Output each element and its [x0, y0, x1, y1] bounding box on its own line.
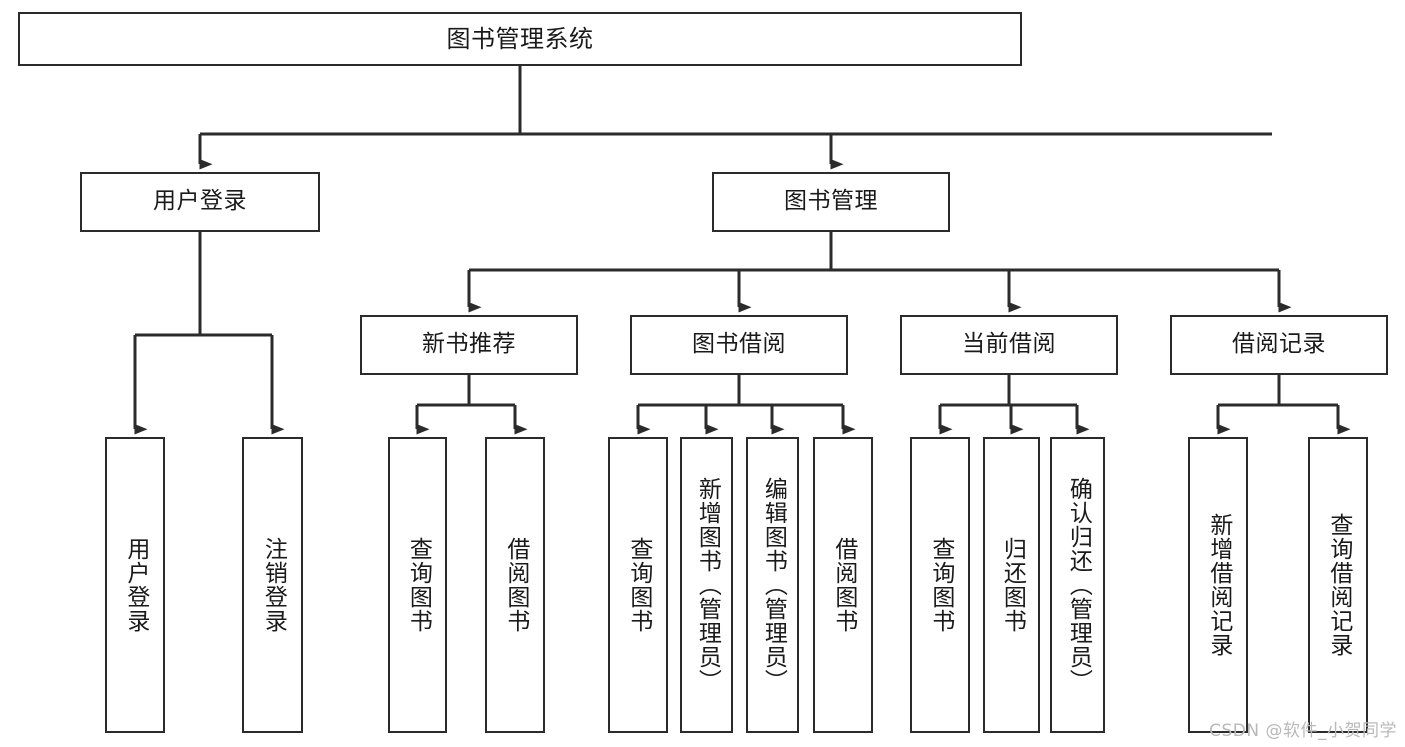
- node-leaf-add-book-admin-label: 新增图书（管理员）: [694, 477, 721, 693]
- node-book-borrow[interactable]: 图书借阅: [630, 315, 848, 375]
- node-borrow-record[interactable]: 借阅记录: [1170, 315, 1388, 375]
- node-leaf-confirm-return-admin-label: 确认归还（管理员）: [1065, 477, 1092, 693]
- node-book-manage[interactable]: 图书管理: [712, 172, 950, 232]
- node-leaf-return-book[interactable]: 归还图书: [983, 437, 1040, 733]
- node-leaf-return-book-label: 归还图书: [999, 537, 1026, 633]
- node-leaf-user-login-label: 用户登录: [122, 537, 149, 633]
- node-leaf-query-book-1-label: 查询图书: [405, 537, 432, 633]
- node-user-login-label: 用户登录: [153, 188, 247, 215]
- node-leaf-user-logout-label: 注销登录: [260, 537, 287, 633]
- node-leaf-user-login[interactable]: 用户登录: [105, 437, 165, 733]
- node-current-borrow[interactable]: 当前借阅: [900, 315, 1118, 375]
- node-borrow-record-label: 借阅记录: [1232, 331, 1326, 358]
- node-leaf-add-borrow-record[interactable]: 新增借阅记录: [1188, 437, 1248, 733]
- node-leaf-query-borrow-record-label: 查询借阅记录: [1325, 513, 1352, 657]
- node-leaf-borrow-book-2[interactable]: 借阅图书: [813, 437, 873, 733]
- node-book-borrow-label: 图书借阅: [692, 331, 786, 358]
- node-leaf-add-book-admin[interactable]: 新增图书（管理员）: [680, 437, 733, 733]
- node-leaf-query-book-2[interactable]: 查询图书: [608, 437, 668, 733]
- node-leaf-borrow-book-1[interactable]: 借阅图书: [485, 437, 545, 733]
- node-leaf-confirm-return-admin[interactable]: 确认归还（管理员）: [1050, 437, 1105, 733]
- node-root[interactable]: 图书管理系统: [18, 12, 1022, 66]
- node-user-login[interactable]: 用户登录: [80, 172, 320, 232]
- node-leaf-query-book-3-label: 查询图书: [927, 537, 954, 633]
- node-leaf-query-book-1[interactable]: 查询图书: [388, 437, 447, 733]
- node-leaf-borrow-book-1-label: 借阅图书: [502, 537, 529, 633]
- node-new-book-recommend-label: 新书推荐: [422, 331, 516, 358]
- node-leaf-user-logout[interactable]: 注销登录: [242, 437, 303, 733]
- watermark-text: CSDN @软件_小贺同学: [1209, 721, 1397, 741]
- node-root-label: 图书管理系统: [446, 24, 594, 53]
- node-leaf-query-borrow-record[interactable]: 查询借阅记录: [1308, 437, 1368, 733]
- node-leaf-edit-book-admin[interactable]: 编辑图书（管理员）: [746, 437, 799, 733]
- node-new-book-recommend[interactable]: 新书推荐: [360, 315, 578, 375]
- node-leaf-add-borrow-record-label: 新增借阅记录: [1205, 513, 1232, 657]
- node-leaf-query-book-3[interactable]: 查询图书: [910, 437, 970, 733]
- node-leaf-query-book-2-label: 查询图书: [625, 537, 652, 633]
- node-leaf-borrow-book-2-label: 借阅图书: [830, 537, 857, 633]
- node-leaf-edit-book-admin-label: 编辑图书（管理员）: [760, 477, 787, 693]
- node-book-manage-label: 图书管理: [784, 188, 878, 215]
- node-current-borrow-label: 当前借阅: [962, 331, 1056, 358]
